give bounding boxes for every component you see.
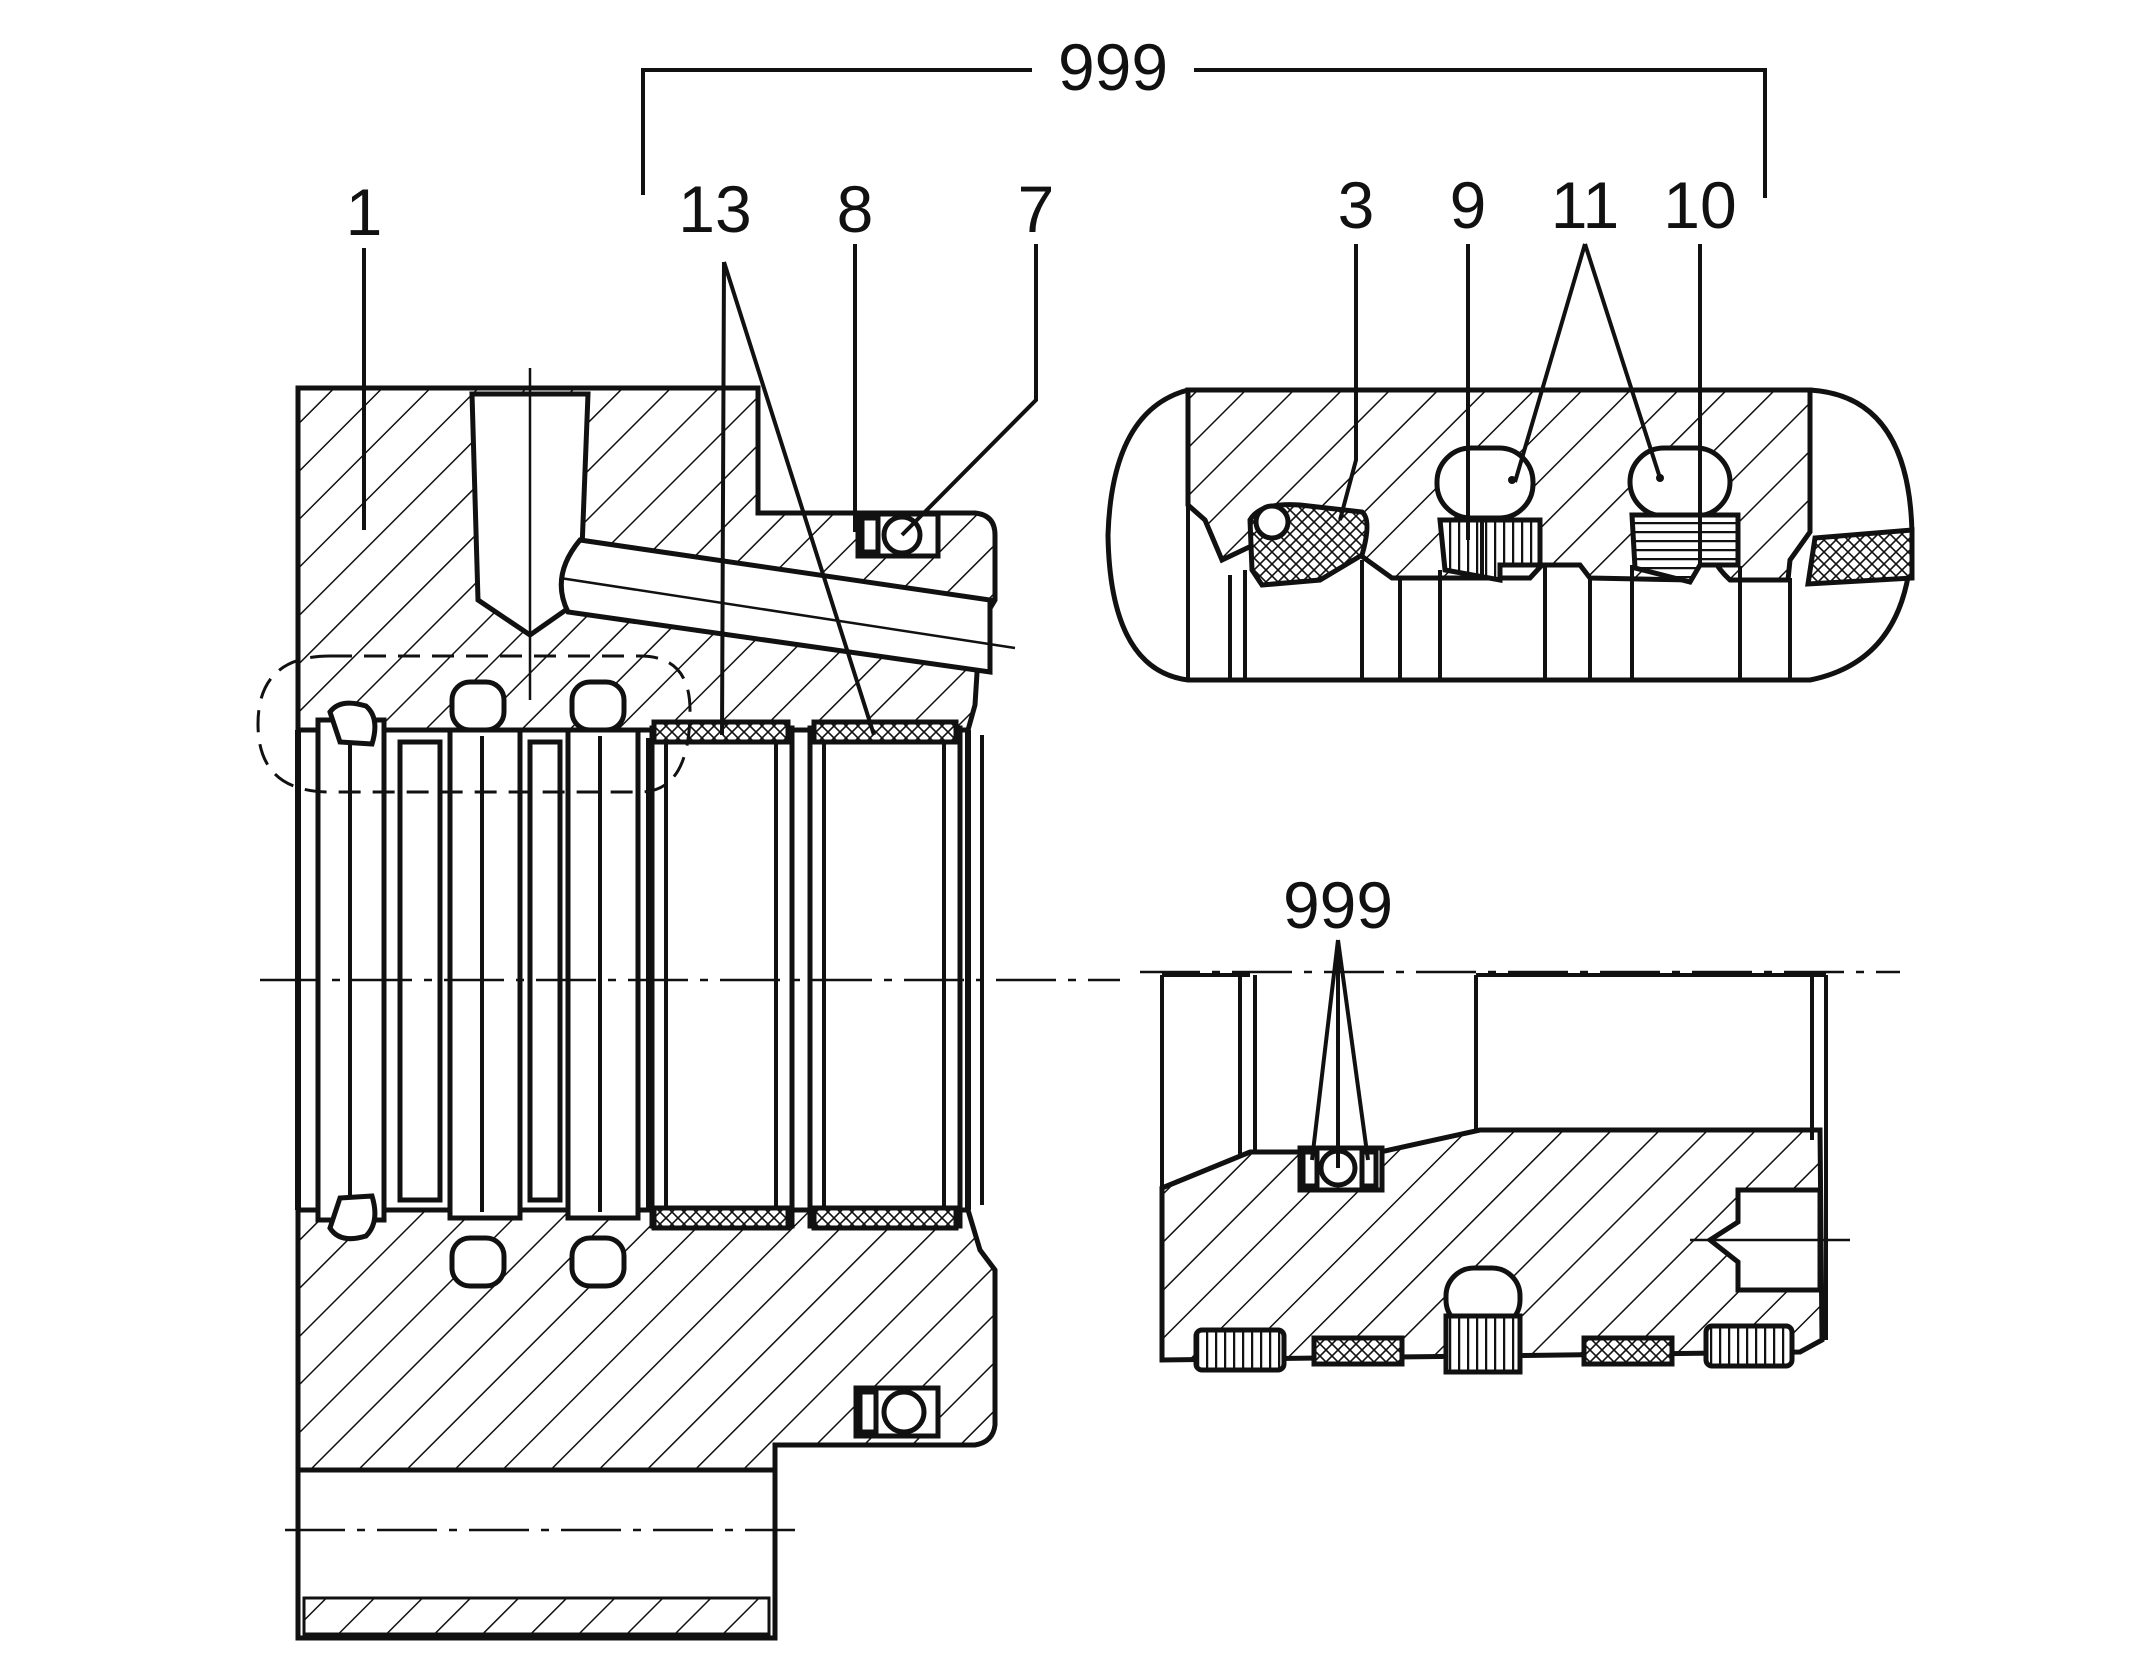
leader-11 xyxy=(1513,243,1662,483)
label-part-10: 10 xyxy=(1663,168,1736,242)
lower-oring-backup-right xyxy=(1359,1149,1379,1189)
seal-part-8-top xyxy=(859,515,881,555)
bushing-2-liner-bottom xyxy=(811,1205,959,1231)
oring-groove-top xyxy=(855,511,941,559)
label-part-7: 7 xyxy=(1018,172,1055,246)
oring-ring-3-top xyxy=(569,679,627,733)
lip-seal-top xyxy=(327,700,378,747)
bushing-2-body xyxy=(807,725,963,1229)
inclined-channel xyxy=(558,537,1016,675)
inclined-channel-axis xyxy=(559,576,1016,650)
leader-999-lower xyxy=(1310,939,1370,1168)
oring-groove-bottom xyxy=(853,1385,941,1439)
oring-ring-3-bottom xyxy=(569,1235,627,1289)
detail-oring-part-10 xyxy=(1627,445,1733,519)
part-labels: 999 1 13 8 7 3 9 11 10 999 xyxy=(346,30,1737,942)
detail-outline xyxy=(1105,387,1915,683)
lower-ring-left xyxy=(1193,1327,1287,1373)
vertical-bore xyxy=(469,368,591,700)
detail-backup-ring-9 xyxy=(1437,517,1543,583)
lower-section-view xyxy=(1140,970,1900,1375)
bushing-1-body xyxy=(649,725,795,1229)
oring-ring-2-bottom xyxy=(449,1235,507,1289)
lower-liner-2 xyxy=(1581,1335,1675,1367)
label-part-11: 11 xyxy=(1551,168,1620,242)
label-part-9: 9 xyxy=(1450,168,1487,242)
lower-ring-right xyxy=(1703,1323,1795,1369)
lower-ring-center xyxy=(1443,1313,1523,1375)
detail-enlargement xyxy=(1105,387,1915,683)
lower-section-housing xyxy=(1159,1127,1825,1363)
bushing-1-liner-bottom xyxy=(651,1205,791,1231)
bushing-2-liner-top xyxy=(811,719,959,745)
seal-ring-2 xyxy=(447,727,523,1221)
seal-ring-3 xyxy=(565,727,641,1221)
detail-callout-outline xyxy=(256,654,692,794)
leader-13 xyxy=(720,261,876,736)
label-part-3: 3 xyxy=(1338,168,1375,242)
detail-oring-part-9 xyxy=(1434,445,1536,521)
oring-part-7-bottom xyxy=(881,1389,927,1435)
flange-hatch-strip xyxy=(302,1596,771,1636)
bore-spacer-2 xyxy=(527,739,563,1203)
oring-ring-2-top xyxy=(449,679,507,733)
detail-oring-9-dot xyxy=(1508,476,1516,484)
leader-3 xyxy=(1338,244,1358,521)
bore-spacer-1 xyxy=(397,739,443,1203)
lip-seal-bottom xyxy=(327,1193,378,1242)
label-part-1: 1 xyxy=(346,175,383,249)
lower-liner-1 xyxy=(1311,1335,1405,1367)
label-part-13: 13 xyxy=(678,172,751,246)
inclined-channel-cavity xyxy=(558,537,993,675)
label-999-lower: 999 xyxy=(1283,868,1393,942)
label-999-bracket: 999 xyxy=(1058,30,1168,104)
label-part-8: 8 xyxy=(837,172,874,246)
detail-lip-seal-ring xyxy=(1253,503,1291,541)
seal-part-8-bottom xyxy=(857,1389,879,1435)
annotation-leaders xyxy=(362,68,1767,1168)
leader-7 xyxy=(900,244,1038,537)
bracket-999 xyxy=(641,68,1767,198)
detail-liner-right xyxy=(1805,527,1915,587)
seal-ring-assembly xyxy=(315,679,650,1289)
bushing-assembly xyxy=(649,719,963,1231)
lower-oring-backup-left xyxy=(1300,1149,1320,1189)
